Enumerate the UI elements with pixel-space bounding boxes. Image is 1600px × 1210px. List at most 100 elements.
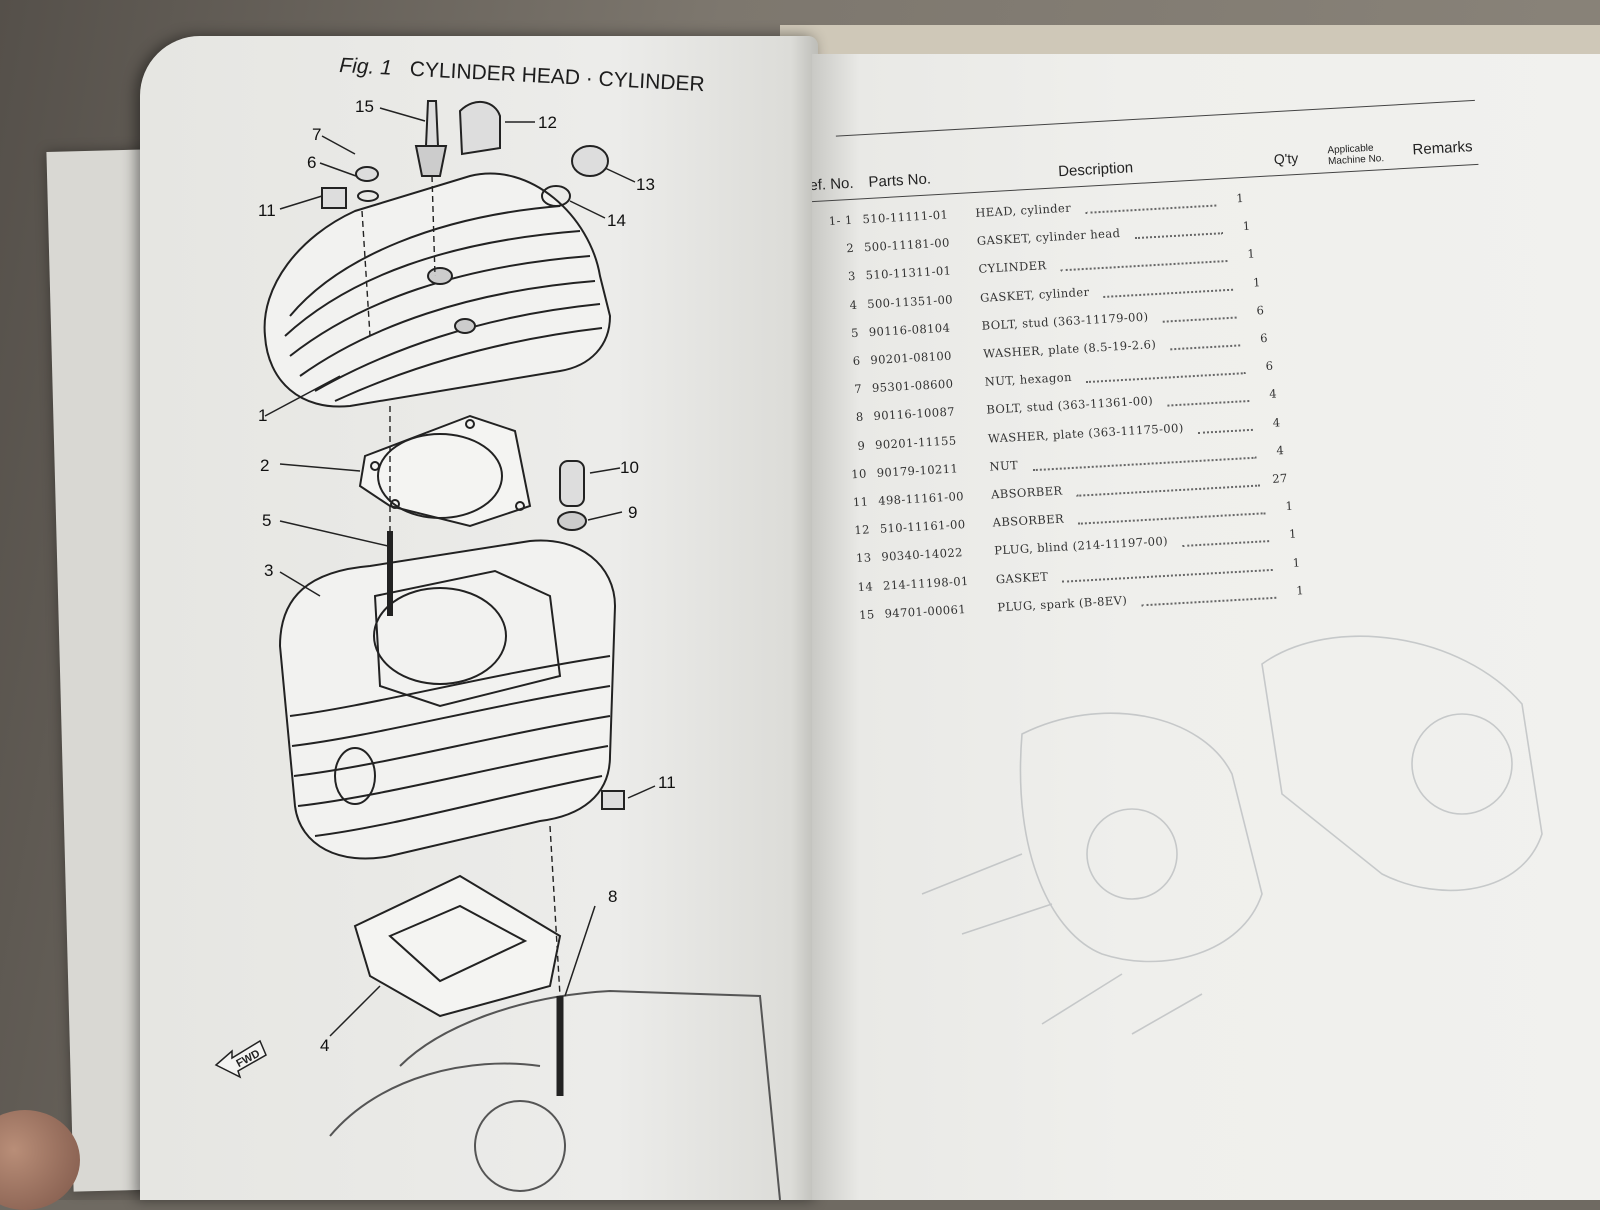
- table-cell-description: PLUG, blind (214-11197-00): [993, 534, 1169, 558]
- bleed-through-diagram: [921, 635, 1543, 1035]
- callout-6: 6: [307, 153, 316, 172]
- table-cell-qty: 4: [1275, 442, 1285, 458]
- table-cell-description: ABSORBER: [992, 511, 1065, 530]
- table-cell-part-no: 500-11351-00: [866, 291, 954, 311]
- callout-11b: 11: [658, 773, 676, 792]
- table-cell-description: GASKET, cylinder head: [976, 226, 1121, 249]
- table-cell-part-no: 94701-00061: [884, 601, 967, 621]
- dot-leader: [1085, 362, 1246, 384]
- table-cell-description: NUT, hexagon: [984, 370, 1073, 389]
- table-row: 14 214-11198-01 GASKET 1: [821, 555, 1301, 610]
- callout-leaders: [264, 107, 656, 1037]
- crankcase-drawing: [329, 989, 781, 1200]
- table-cell-description: WASHER, plate (363-11175-00): [987, 420, 1184, 446]
- table-cell-description: PLUG, spark (B-8EV): [997, 592, 1128, 615]
- table-cell-part-no: 90179-10211: [876, 461, 959, 480]
- table-row: 8 90116-10087 BOLT, stud (363-11361-00) 4: [812, 387, 1277, 441]
- dot-leader: [1075, 474, 1261, 497]
- callout-7: 7: [312, 125, 321, 144]
- table-cell-ref: 12: [854, 522, 871, 538]
- dot-leader: [1060, 250, 1228, 272]
- callout-9: 9: [628, 503, 637, 522]
- table-cell-description: ABSORBER: [990, 483, 1063, 502]
- table-cell-part-no: 90201-11155: [874, 433, 957, 452]
- table-cell-ref: 1- 1: [828, 212, 853, 229]
- table-cell-ref: 5: [850, 325, 860, 340]
- table-cell-part-no: 214-11198-01: [882, 573, 970, 593]
- header-rule-top: [835, 99, 1475, 137]
- table-cell-qty: 1: [1242, 218, 1251, 234]
- table-cell-ref: 3: [847, 269, 857, 284]
- table-cell-qty: 6: [1256, 302, 1265, 318]
- table-cell-part-no: 498-11161-00: [877, 489, 965, 508]
- exploded-diagram: 1 2 3 4 5 6 7 8 9 10 11 11 12 13 14 15: [258, 97, 781, 1200]
- dot-leader: [1134, 222, 1223, 240]
- dot-leader: [1077, 502, 1266, 525]
- dot-leader: [1162, 306, 1237, 323]
- table-cell-qty: 27: [1271, 470, 1289, 486]
- header-applicable: Applicable Machine No.: [1327, 142, 1385, 168]
- table-cell-ref: 2: [846, 241, 855, 256]
- table-row: 11 498-11161-00 ABSORBER 27: [816, 471, 1289, 525]
- table-cell-qty: 1: [1235, 190, 1245, 206]
- dot-leader: [1181, 530, 1270, 548]
- callout-13: 13: [636, 175, 655, 194]
- header-remarks: Remarks: [1412, 138, 1473, 159]
- dot-leader: [1169, 334, 1241, 351]
- small-parts-drawing: [321, 100, 625, 1096]
- table-cell-ref: 11: [852, 494, 869, 510]
- table-cell-ref: 13: [855, 550, 872, 566]
- base-gasket-drawing: [353, 874, 562, 1018]
- cylinder-head-drawing: [263, 172, 612, 408]
- header-applicable-line2: Machine No.: [1327, 153, 1385, 168]
- callout-3: 3: [264, 561, 273, 580]
- header-ref: Ref. No.: [812, 174, 855, 195]
- table-cell-description: BOLT, stud (363-11361-00): [986, 393, 1154, 418]
- table-cell-part-no: 510-11161-00: [879, 517, 966, 536]
- table-cell-part-no: 90340-14022: [881, 545, 964, 565]
- callout-8: 8: [608, 887, 617, 906]
- table-cell-qty: 1: [1252, 274, 1262, 290]
- table-cell-description: BOLT, stud (363-11179-00): [981, 309, 1149, 333]
- table-cell-qty: 1: [1295, 583, 1305, 598]
- head-gasket-drawing: [358, 414, 532, 528]
- fwd-label: FWD: [234, 1048, 262, 1070]
- header-part: Parts No.: [868, 170, 932, 191]
- callout-10: 10: [620, 458, 639, 477]
- table-cell-part-no: 95301-08600: [871, 376, 954, 396]
- table-cell-description: GASKET: [995, 569, 1049, 587]
- callout-labels: 1 2 3 4 5 6 7 8 9 10 11 11 12 13 14 15: [258, 97, 676, 1055]
- table-cell-part-no: 500-11181-00: [863, 235, 951, 255]
- table-cell-ref: 6: [852, 353, 861, 369]
- table-cell-qty: 6: [1265, 358, 1274, 374]
- fwd-arrow-icon: FWD: [214, 1039, 267, 1079]
- table-cell-qty: 1: [1285, 498, 1294, 514]
- table-row: 10 90179-10211 NUT 4: [814, 443, 1285, 497]
- table-cell-part-no: 510-11111-01: [862, 207, 949, 227]
- table-cell-qty: 1: [1246, 246, 1256, 262]
- dot-leader: [1102, 278, 1234, 298]
- header-qty: Q'ty: [1273, 149, 1299, 168]
- cylinder-drawing: [278, 539, 617, 860]
- table-cell-ref: 10: [850, 466, 868, 482]
- table-cell-description: NUT: [989, 457, 1019, 474]
- table-cell-qty: 4: [1272, 414, 1281, 430]
- dot-leader: [1084, 194, 1217, 214]
- table-cell-part-no: 510-11311-01: [865, 263, 952, 283]
- callout-2: 2: [260, 456, 269, 475]
- parts-list: Ref. No. Parts No. Description Q'ty Appl…: [812, 54, 1600, 627]
- table-cell-qty: 1: [1288, 526, 1298, 542]
- table-cell-ref: 8: [855, 409, 864, 425]
- dot-leader: [1166, 390, 1250, 407]
- table-cell-qty: 4: [1268, 386, 1278, 402]
- callout-4: 4: [320, 1036, 329, 1055]
- table-cell-ref: 14: [857, 578, 874, 594]
- dot-leader: [1061, 558, 1273, 583]
- table-cell-qty: 1: [1292, 554, 1301, 570]
- table-cell-part-no: 90116-10087: [873, 404, 956, 424]
- callout-15: 15: [355, 97, 374, 116]
- table-cell-ref: 4: [849, 297, 858, 312]
- right-page: Ref. No. Parts No. Description Q'ty Appl…: [812, 54, 1600, 1200]
